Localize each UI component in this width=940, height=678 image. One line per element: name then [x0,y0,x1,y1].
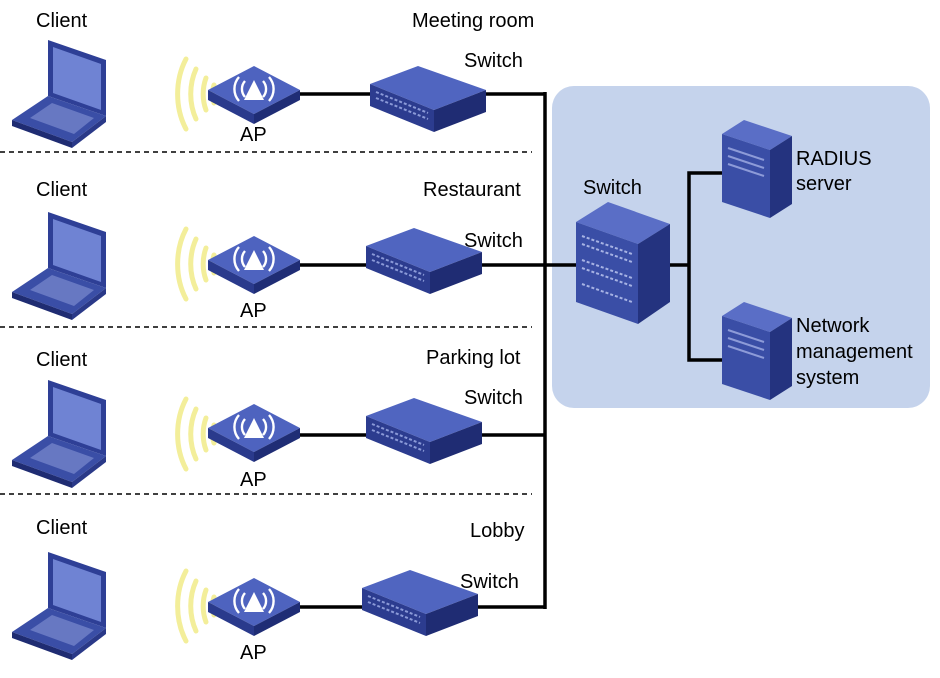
client-label: Client [36,179,88,201]
nms-label-line2: management [796,341,913,363]
switch-label: Switch [464,230,523,252]
nms-label-line1: Network [796,315,870,337]
core-region [552,86,930,408]
radius-server-label-line1: RADIUS [796,148,872,170]
client-label: Client [36,517,88,539]
laptop-icon [12,380,106,488]
network-links [300,92,722,609]
core-switch-label: Switch [583,177,642,199]
laptop-icon [12,552,106,660]
client-label: Client [36,10,88,32]
ap-label: AP [240,300,267,322]
server-branch [687,171,722,362]
switch-label: Switch [464,50,523,72]
row-separators [0,151,532,495]
access-point-icon [206,234,302,296]
ap-label: AP [240,469,267,491]
area-label: Meeting room [412,10,534,32]
area-label: Lobby [470,520,525,542]
core-switch-icon [575,201,671,325]
laptop-icon [12,212,106,320]
access-point-icon [206,402,302,464]
access-point-icon [206,576,302,638]
server-icon [721,119,793,219]
radius-server-label-line2: server [796,173,852,195]
switch-icon [369,65,487,133]
nms-label-line3: system [796,367,859,389]
area-label: Parking lot [426,347,521,369]
area-label: Restaurant [423,179,521,201]
switch-label: Switch [464,387,523,409]
switch-label: Switch [460,571,519,593]
client-label: Client [36,349,88,371]
ap-label: AP [240,124,267,146]
ap-label: AP [240,642,267,664]
server-icon [721,301,793,401]
access-point-icon [206,64,302,126]
laptop-icon [12,40,106,148]
